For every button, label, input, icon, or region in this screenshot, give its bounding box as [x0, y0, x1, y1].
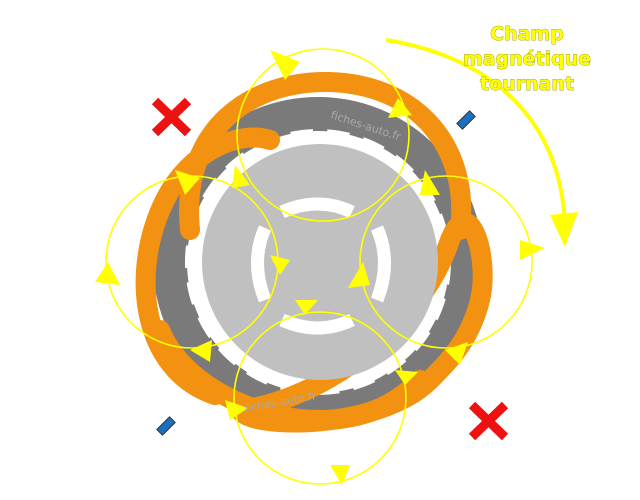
rotor: [202, 144, 438, 380]
field-arrows: [95, 50, 545, 485]
title-line-3: tournant: [480, 73, 574, 95]
red-cross-icon: [151, 97, 192, 137]
rotation-arrow: [385, 38, 578, 247]
stator-windings: [135, 71, 493, 433]
title-line-1: Champ: [490, 23, 564, 45]
red-cross-icon: [468, 401, 509, 441]
blue-marker-icon: [456, 110, 476, 130]
title-line-2: magnétique: [463, 48, 591, 70]
blue-marker-icon: [156, 416, 176, 436]
